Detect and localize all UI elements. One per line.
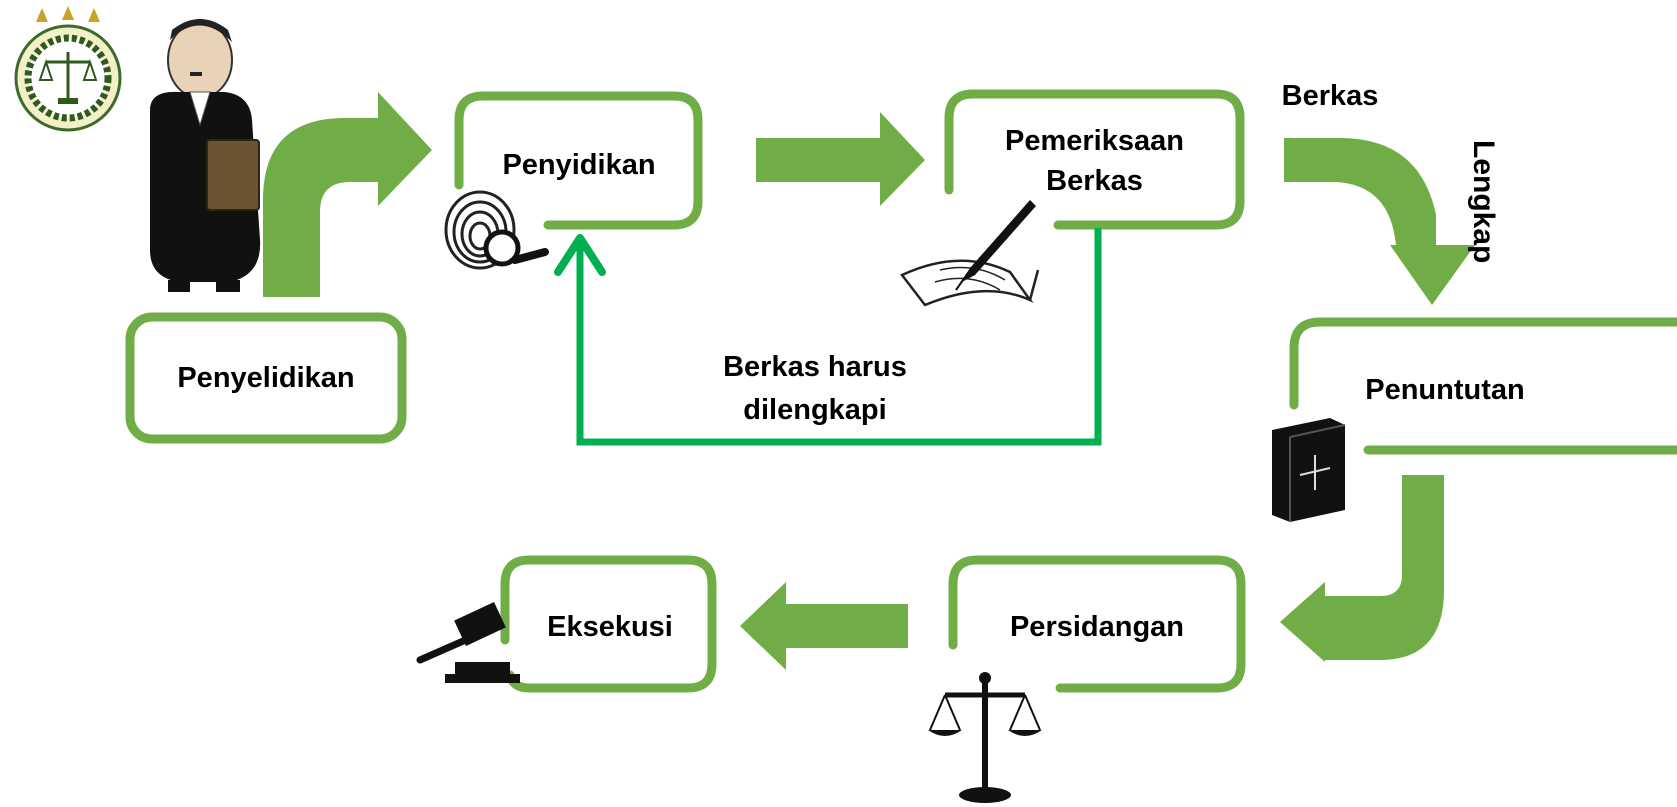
step-penuntutan-label: Penuntutan	[1365, 374, 1525, 406]
step-pemeriksaan-label-line2: Berkas	[1046, 165, 1143, 197]
arrow-penyelidikan-to-penyidikan	[263, 92, 432, 297]
flow-label-lengkap: Lengkap	[1467, 140, 1500, 264]
return-label-line1: Berkas harus	[723, 351, 907, 383]
box-penyelidikan	[125, 312, 407, 444]
book-pen-icon	[900, 200, 1040, 307]
arrow-pemeriksaan-to-penuntutan	[1284, 138, 1475, 305]
fingerprint-magnifier-icon	[444, 190, 549, 270]
arrow-persidangan-to-eksekusi	[740, 582, 908, 670]
lawyer-figure-icon	[150, 19, 261, 292]
box-penuntutan	[1289, 317, 1677, 455]
law-book-icon	[1272, 418, 1346, 522]
step-persidangan-label: Persidangan	[1009, 611, 1185, 643]
return-label-line2: dilengkapi	[743, 394, 887, 426]
step-penyelidikan-label: Penyelidikan	[177, 362, 355, 394]
step-eksekusi-label: Eksekusi	[547, 611, 673, 643]
box-eksekusi	[500, 555, 717, 693]
emblem-icon	[14, 6, 122, 132]
return-arrow	[554, 228, 1102, 446]
step-penyidikan-label: Penyidikan	[502, 149, 656, 181]
arrow-penyidikan-to-pemeriksaan	[756, 112, 925, 206]
arrow-penuntutan-to-persidangan	[1280, 475, 1444, 662]
scales-icon	[928, 672, 1042, 803]
box-persidangan	[948, 555, 1246, 693]
box-pemeriksaan	[944, 89, 1245, 230]
step-pemeriksaan-label-line1: Pemeriksaan	[1005, 125, 1184, 157]
flow-label-berkas: Berkas	[1281, 80, 1379, 112]
gavel-icon	[416, 602, 520, 683]
box-penyidikan	[454, 91, 703, 230]
